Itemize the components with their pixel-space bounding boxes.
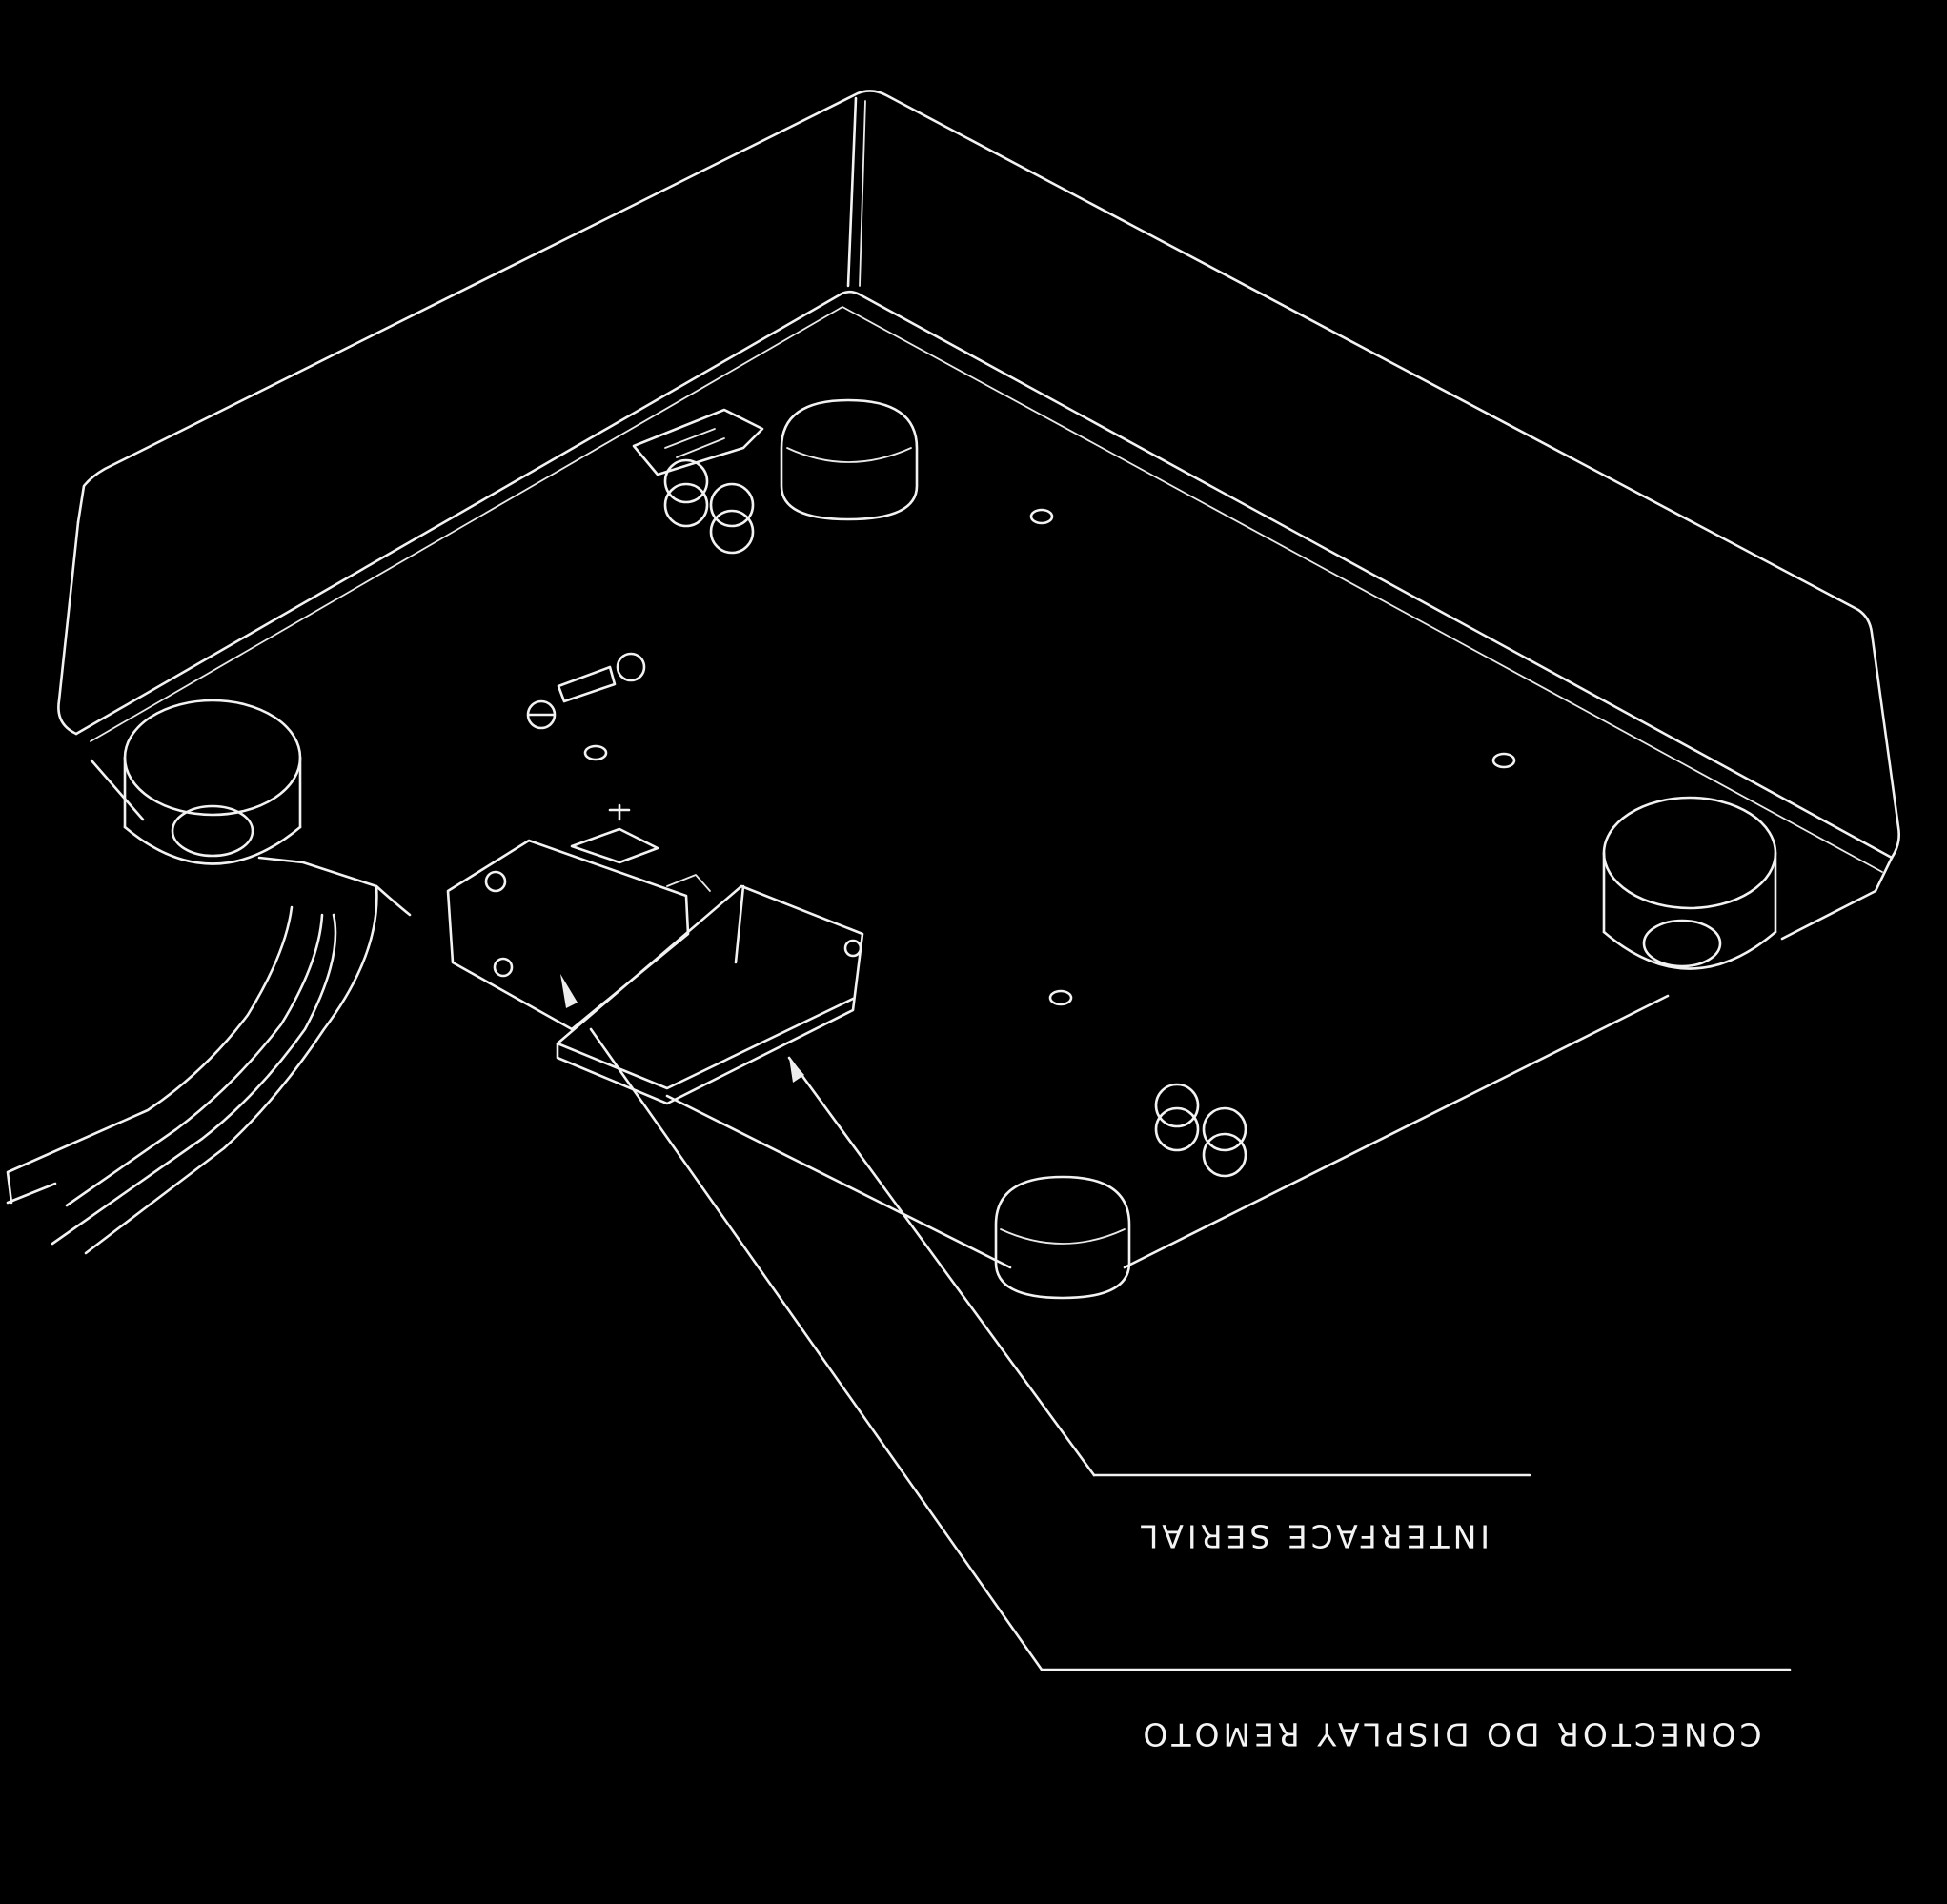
foot-right: [1602, 796, 1777, 970]
label-remote-display-group: CONECTOR DO DISPLAY REMOTO: [1139, 1716, 1761, 1753]
foot-left: [123, 699, 302, 865]
leader-line-serial-interface: [787, 1056, 1531, 1477]
housing: [57, 90, 1900, 1269]
foot-top: [780, 398, 919, 521]
connector-box: [446, 803, 864, 1105]
label-remote-display-connector: CONECTOR DO DISPLAY REMOTO: [1139, 1716, 1761, 1753]
label-serial-interface: INTERFACE SERIAL: [1137, 1518, 1490, 1555]
foot-bottom: [994, 1175, 1131, 1300]
cable: [6, 856, 412, 1255]
plate-details: [526, 408, 1516, 1178]
leader-line-remote-display: [560, 974, 1792, 1671]
label-serial-interface-group: INTERFACE SERIAL: [1137, 1518, 1490, 1555]
